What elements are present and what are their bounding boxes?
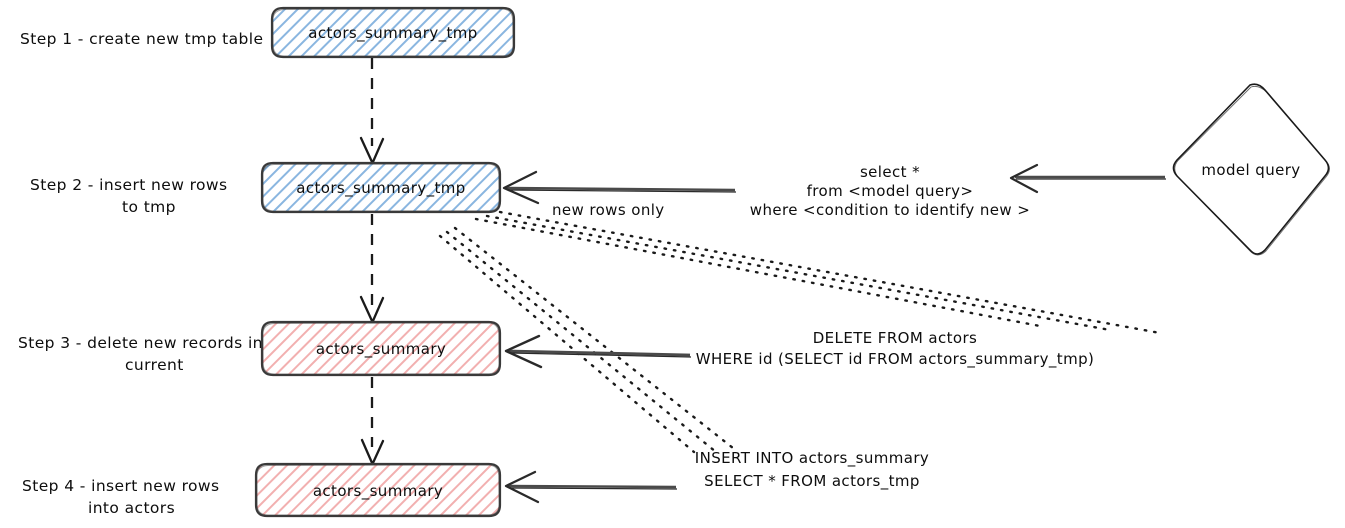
- node-label: actors_summary: [313, 482, 443, 501]
- node-actors-summary-3[interactable]: actors_summary: [260, 320, 502, 377]
- annotation-insert-line1: INSERT INTO actors_summary: [695, 449, 929, 468]
- node-actors-summary-4[interactable]: actors_summary: [254, 462, 502, 518]
- node-box: [270, 6, 516, 59]
- diamond-sketch-overstroke: [1174, 85, 1330, 256]
- annotation-new-rows-only: new rows only: [552, 201, 665, 219]
- connector-step2-to-step3: [359, 214, 385, 324]
- step-2-label-line1: Step 2 - insert new rows: [30, 176, 227, 194]
- node-label: model query: [1201, 161, 1300, 179]
- arrowhead-icon: [1009, 163, 1039, 194]
- node-actors-summary-tmp-2[interactable]: actors_summary_tmp: [260, 161, 502, 214]
- step-1-label: Step 1 - create new tmp table: [20, 30, 263, 48]
- arrowhead-icon: [502, 170, 540, 205]
- node-label: actors_summary_tmp: [308, 24, 477, 43]
- arrow-line: [505, 186, 736, 192]
- arrowhead-icon: [504, 470, 540, 504]
- arrowhead-icon: [504, 334, 543, 369]
- annotation-model-query-line1: select *: [860, 163, 920, 181]
- node-model-query[interactable]: model query: [1172, 83, 1330, 256]
- step-2-label-line2: to tmp: [122, 198, 176, 216]
- dotted-line: [453, 226, 740, 454]
- annotation-model-query-line3: where <condition to identify new >: [750, 201, 1030, 219]
- dotted-line: [445, 230, 718, 454]
- node-actors-summary-tmp-1[interactable]: actors_summary_tmp: [270, 6, 516, 59]
- connector-step3-to-step4: [360, 377, 385, 466]
- node-box: [254, 462, 502, 518]
- node-label: actors_summary_tmp: [296, 179, 465, 198]
- dotted-connector-insert-fan: [438, 226, 740, 454]
- annotation-delete-line2: WHERE id (SELECT id FROM actors_summary_…: [696, 350, 1095, 369]
- node-box: [260, 161, 502, 214]
- node-box: [260, 320, 502, 377]
- connector-new-rows-only: [502, 170, 737, 205]
- node-box-sketch-overstroke: [262, 322, 500, 375]
- arrow-line-sketch: [509, 352, 692, 358]
- dotted-line: [498, 210, 1162, 335]
- annotation-model-query-line2: from <model query>: [807, 182, 974, 200]
- annotation-insert-line2: SELECT * FROM actors_tmp: [704, 472, 920, 491]
- connector-delete-to-step3: [504, 334, 692, 369]
- step-4-label-line1: Step 4 - insert new rows: [22, 477, 219, 495]
- dotted-line: [474, 217, 1042, 328]
- annotation-delete-line1: DELETE FROM actors: [813, 329, 978, 347]
- node-box-sketch-overstroke: [272, 8, 514, 57]
- dotted-line: [438, 234, 696, 454]
- dotted-line: [485, 214, 1112, 332]
- arrow-line-sketch: [507, 189, 737, 193]
- dotted-connector-delete-fan: [474, 210, 1162, 335]
- connector-model-query-to-sql: [1009, 163, 1166, 194]
- connector-insert-to-step4: [504, 470, 678, 504]
- node-box-sketch-overstroke: [262, 163, 500, 212]
- arrow-line-sketch: [509, 487, 678, 490]
- step-3-label-line2: current: [125, 356, 184, 374]
- node-label: actors_summary: [316, 340, 446, 359]
- step-3-label-line1: Step 3 - delete new records in: [18, 334, 263, 352]
- step-4-label-line2: into actors: [88, 499, 175, 517]
- arrow-line: [507, 484, 677, 489]
- arrow-line: [507, 349, 691, 357]
- node-box-sketch-overstroke: [256, 464, 500, 516]
- connector-step1-to-step2: [359, 58, 385, 165]
